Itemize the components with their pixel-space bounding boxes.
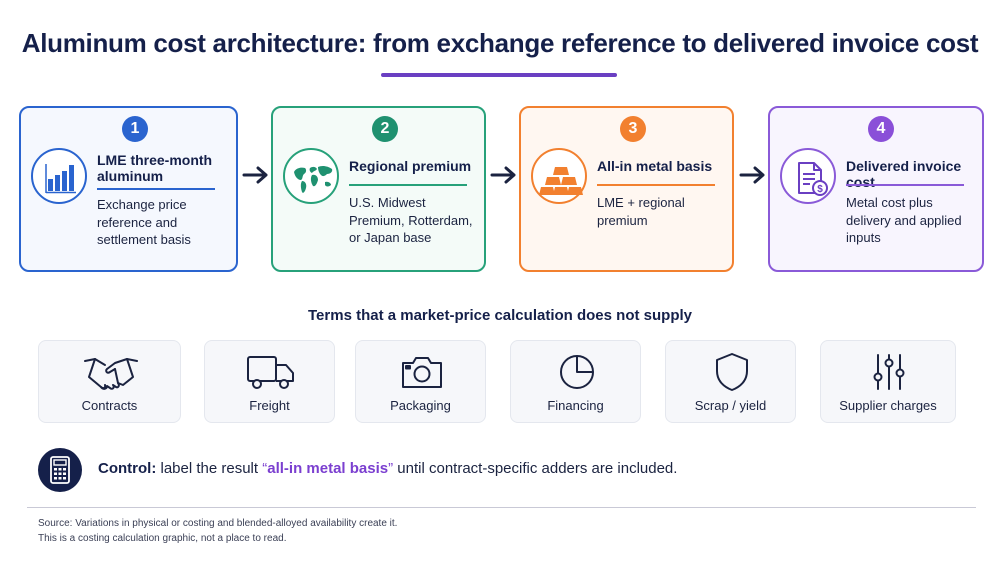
sliders-icon	[873, 354, 905, 390]
arrow-right-icon	[739, 166, 765, 184]
truck-icon	[247, 356, 294, 389]
term-label: Financing	[547, 398, 604, 413]
source-line: Source: Variations in physical or costin…	[38, 518, 398, 529]
world-map-icon	[283, 148, 339, 204]
svg-text:$: $	[817, 184, 823, 195]
step-description: Metal cost plus delivery and applied inp…	[846, 195, 962, 245]
term-label: Supplier charges	[839, 398, 937, 413]
step-number-badge: 1	[122, 116, 148, 142]
step-divider	[349, 184, 467, 186]
term-label: Freight	[249, 398, 290, 413]
handshake-icon	[84, 358, 138, 390]
control-highlight: all-in metal basis	[267, 460, 389, 477]
bar-chart-icon	[31, 148, 87, 204]
term-tile-scrap-yield: Scrap / yield	[665, 340, 796, 423]
step-divider	[597, 184, 715, 186]
step-card-all-in-metal-basis: 3 All-in metal basis LME + regional prem…	[519, 106, 734, 272]
term-label: Scrap / yield	[694, 398, 767, 413]
term-tile-contracts: Contracts	[38, 340, 181, 423]
camera-icon	[402, 357, 442, 388]
term-tile-freight: Freight	[204, 340, 335, 423]
terms-heading: Terms that a market-price calculation do…	[308, 307, 692, 324]
term-label: Packaging	[390, 398, 451, 413]
arrow-right-icon	[242, 166, 268, 184]
pie-chart-icon	[560, 355, 594, 389]
metal-ingots-icon	[531, 148, 587, 204]
step-description: LME + regional premium	[597, 195, 685, 228]
control-text-before: label the result	[156, 460, 263, 477]
term-tile-financing: Financing	[510, 340, 641, 423]
shield-icon	[716, 353, 748, 391]
step-number-badge: 2	[372, 116, 398, 142]
footer-divider	[27, 507, 976, 508]
step-number-badge: 3	[620, 116, 646, 142]
step-card-lme: 1 LME three-month aluminum Exchange pric…	[19, 106, 238, 272]
calculator-icon	[38, 448, 82, 492]
term-tile-packaging: Packaging	[355, 340, 486, 423]
control-lead: Control:	[98, 460, 157, 477]
step-description: Exchange price reference and settlement …	[97, 197, 191, 247]
step-description: U.S. Midwest Premium, Rotterdam, or Japa…	[349, 195, 473, 245]
arrow-right-icon	[490, 166, 516, 184]
term-label: Contracts	[81, 398, 138, 413]
control-open-quote: “	[262, 460, 268, 477]
step-title: Regional premium	[349, 158, 472, 174]
control-close-quote: ”	[388, 460, 394, 477]
step-card-regional-premium: 2 Regional premium U.S. Midwest Premium,…	[271, 106, 486, 272]
source-line: This is a costing calculation graphic, n…	[38, 533, 287, 544]
step-title: Delivered invoice cost	[846, 158, 962, 190]
step-card-delivered-invoice-cost: 4 $ Delivered invoice cost Metal cost pl…	[768, 106, 984, 272]
control-note: Control: label the result “all-in metal …	[98, 460, 677, 477]
step-divider	[846, 184, 964, 186]
term-tile-supplier-charges: Supplier charges	[820, 340, 956, 423]
step-number-badge: 4	[868, 116, 894, 142]
step-title: LME three-month aluminum	[97, 152, 213, 184]
invoice-icon: $	[780, 148, 836, 204]
page-title: Aluminum cost architecture: from exchang…	[21, 28, 979, 58]
title-underline	[381, 73, 617, 77]
step-title: All-in metal basis	[597, 158, 713, 174]
step-divider	[97, 188, 215, 190]
source-note: Source: Variations in physical or costin…	[38, 516, 397, 546]
control-text-after: until contract-specific adders are inclu…	[393, 460, 678, 477]
